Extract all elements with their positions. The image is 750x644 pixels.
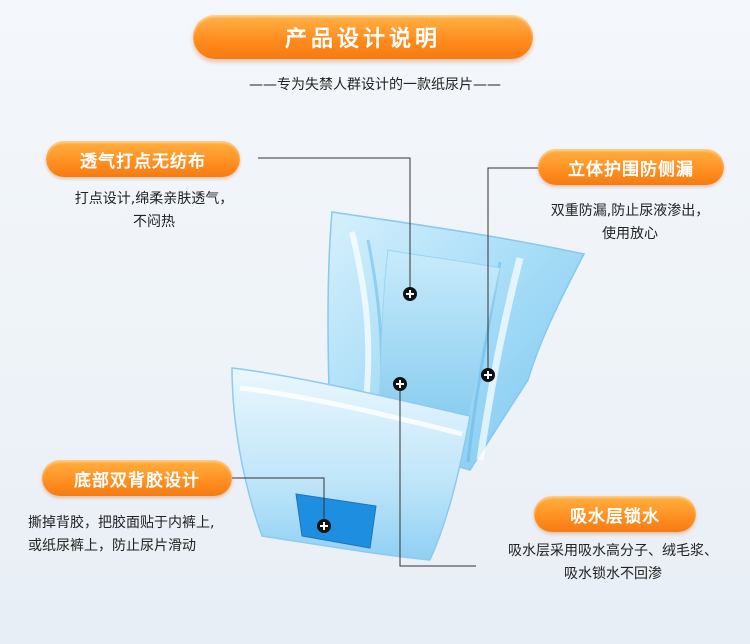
leader-line-leakguard — [487, 167, 540, 375]
plus-marker-icon — [481, 368, 495, 382]
right-gather-ridge — [476, 257, 524, 461]
feature-adhesive-title: 底部双背胶设计 — [42, 460, 232, 496]
leader-line-absorb — [399, 384, 476, 567]
feature-leakguard-line1: 双重防漏,防止尿液渗出， — [550, 203, 710, 219]
feature-leakguard-line2: 使用放心 — [602, 226, 658, 242]
plus-marker-icon — [317, 519, 331, 533]
leader-line-adhesive — [232, 477, 325, 525]
leader-line-breathable — [258, 157, 411, 294]
feature-leakguard-desc: 双重防漏,防止尿液渗出， 使用放心 — [530, 200, 730, 246]
page-subtitle: ——专为失禁人群设计的一款纸尿片—— — [249, 77, 501, 93]
feature-absorb-title: 吸水层锁水 — [534, 496, 696, 532]
feature-adhesive-desc: 撕掉背胶，把胶面贴于内裤上, 或纸尿裤上，防止尿片滑动 — [28, 512, 268, 558]
feature-breathable-desc: 打点设计,绵柔亲肤透气， 不闷热 — [54, 188, 254, 234]
feature-absorb-line2: 吸水锁水不回渗 — [564, 566, 662, 582]
plus-marker-icon — [393, 377, 407, 391]
feature-breathable-title: 透气打点无纺布 — [46, 141, 240, 177]
feature-absorb-line1: 吸水层采用吸水高分子、绒毛浆、 — [508, 543, 718, 559]
left-gather-ridge — [349, 231, 372, 401]
plus-marker-icon — [403, 287, 417, 301]
feature-adhesive-line2: 或纸尿裤上，防止尿片滑动 — [28, 538, 196, 554]
feature-adhesive-line1: 撕掉背胶，把胶面贴于内裤上, — [28, 515, 215, 531]
feature-breathable-line1: 打点设计,绵柔亲肤透气， — [74, 191, 234, 207]
diaper-front-panel — [231, 367, 471, 561]
feature-absorb-desc: 吸水层采用吸水高分子、绒毛浆、 吸水锁水不回渗 — [488, 540, 738, 586]
feature-breathable-line2: 不闷热 — [133, 214, 175, 230]
page-title: 产品设计说明 — [193, 15, 533, 59]
feature-leakguard-title: 立体护围防侧漏 — [538, 149, 724, 185]
adhesive-strip — [295, 493, 377, 549]
